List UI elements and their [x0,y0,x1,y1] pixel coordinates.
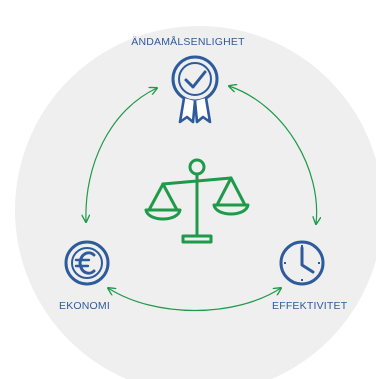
node-label-left: EKONOMI [59,300,110,312]
arrow-bottom [108,288,281,312]
node-label-right: EFFEKTIVITET [272,300,348,312]
node-label-top: ÄNDAMÅLSENLIGHET [131,36,245,48]
arrow-top-right [229,86,317,224]
euro-coin-icon [64,240,110,286]
arrow-top-left [86,88,157,222]
award-ribbon-check-icon [171,55,219,124]
balance-scale-icon [144,158,250,244]
clock-icon [279,240,325,286]
